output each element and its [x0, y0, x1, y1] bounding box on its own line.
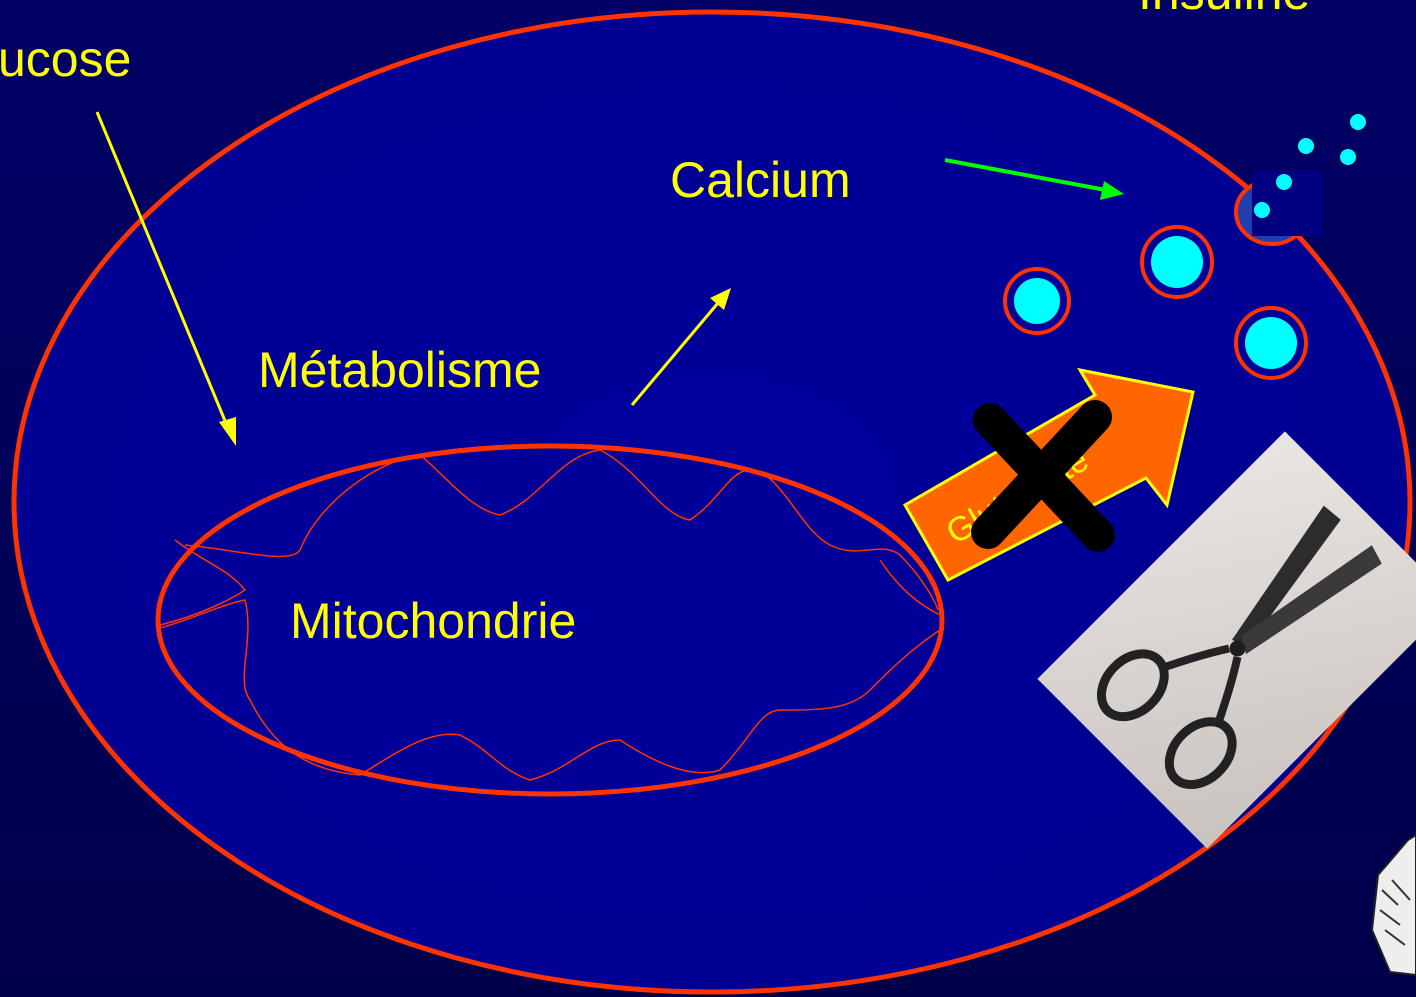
calcium-label: Calcium [670, 152, 851, 208]
glucose-label: ucose [0, 31, 131, 87]
vesicle [1005, 269, 1069, 333]
clipart-fragment [1372, 835, 1416, 975]
metabolisme-label: Métabolisme [258, 342, 541, 398]
vesicle [1142, 227, 1212, 297]
insuline-label: Insuline [1138, 0, 1310, 20]
mitochondrie-label: Mitochondrie [290, 593, 576, 649]
vesicle [1236, 308, 1306, 378]
